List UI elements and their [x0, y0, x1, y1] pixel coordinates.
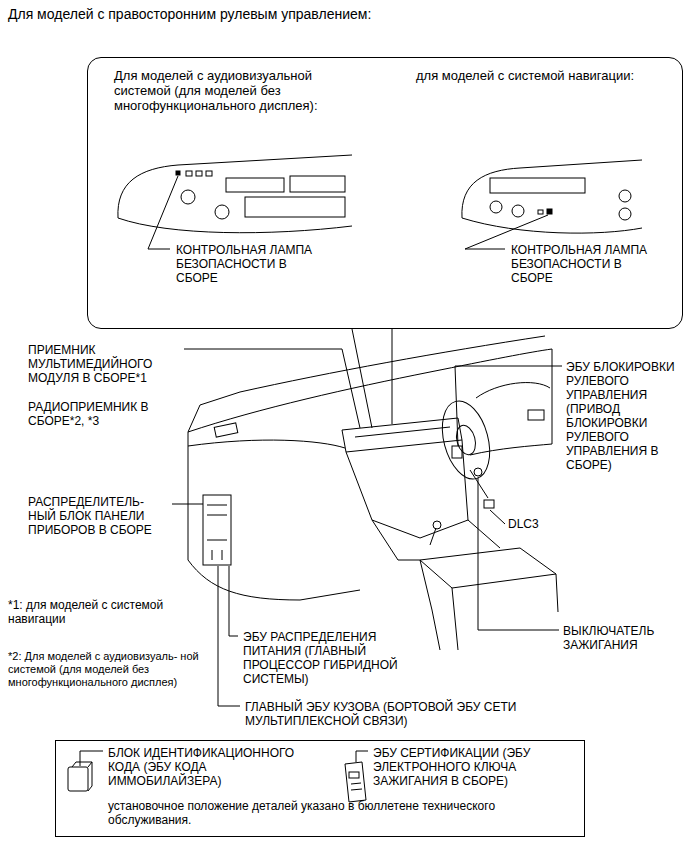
lamp-panel-navi — [462, 160, 642, 218]
leader-line — [172, 504, 203, 505]
dashboard-drawing — [420, 548, 556, 588]
lamp-panel-audio — [290, 176, 345, 192]
lamp-panel-audio — [118, 155, 352, 218]
lamp-panel-navi — [619, 208, 631, 220]
lamp-panel-audio — [118, 155, 352, 233]
dashboard-drawing — [188, 392, 240, 432]
dashboard-drawing — [484, 500, 494, 508]
dashboard-drawing — [470, 444, 552, 455]
note-text: установочное положение деталей указано в… — [108, 799, 528, 827]
dashboard-drawing — [203, 495, 231, 565]
lamp-panel-navi — [490, 178, 585, 193]
lamp-panel-audio — [245, 197, 345, 217]
certification-ecu-icon — [345, 762, 366, 802]
parts-box: БЛОК ИДЕНТИФИКАЦИОННОГО КОДА (ЭБУ КОДА И… — [55, 740, 585, 837]
leader-line — [229, 566, 238, 636]
leader-line — [352, 329, 372, 428]
lamp-panel-audio — [181, 190, 195, 204]
dashboard-drawing — [188, 336, 558, 650]
lamp-panel-navi — [490, 201, 502, 213]
dashboard-drawing — [468, 520, 500, 548]
part-label: ЭБУ СЕРТИФИКАЦИИ (ЭБУ ЭЛЕКТРОННОГО КЛЮЧА… — [373, 746, 578, 788]
leader-line — [80, 751, 103, 766]
dashboard-drawing — [556, 574, 558, 612]
part-label: ГЛАВНЫЙ ЭБУ КУЗОВА (БОРТОВОЙ ЭБУ СЕТИ МУ… — [245, 700, 555, 728]
leader-line — [218, 566, 240, 706]
dashboard-drawing — [476, 383, 550, 398]
lamp-panel-audio — [176, 171, 180, 175]
lamp-panel-audio — [118, 218, 352, 233]
part-label: РАСПРЕДЕЛИТЕЛЬ- НЫЙ БЛОК ПАНЕЛИ ПРИБОРОВ… — [28, 495, 173, 537]
dashboard-drawing — [434, 396, 497, 485]
dashboard-drawing — [372, 520, 420, 560]
footnote: *1: для моделей с системой навигации — [8, 598, 183, 626]
part-label: КОНТРОЛЬНАЯ ЛАМПА БЕЗОПАСНОСТИ В СБОРЕ — [176, 243, 316, 285]
dashboard-drawing — [214, 423, 238, 437]
leader-line — [490, 510, 505, 524]
certification-ecu-icon — [349, 772, 359, 778]
leader-line — [184, 349, 360, 428]
leader-line — [455, 366, 562, 446]
dashboard-drawing — [452, 446, 462, 458]
lamp-panel-navi — [462, 218, 642, 233]
dashboard-drawing — [346, 440, 468, 538]
part-label: КОНТРОЛЬНАЯ ЛАМПА БЕЗОПАСНОСТИ В СБОРЕ — [511, 243, 651, 285]
variant-heading: для моделей с системой навигации: — [416, 68, 656, 83]
dashboard-drawing — [528, 410, 544, 420]
immobilizer-code-box-icon — [68, 762, 92, 791]
part-label: ЭБУ РАСПРЕДЕЛЕНИЯ ПИТАНИЯ (ГЛАВНЫЙ ПРОЦЕ… — [243, 630, 418, 686]
certification-ecu-icon — [345, 762, 366, 802]
callout-box: Для моделей с аудиовизуальной системой (… — [87, 57, 683, 329]
dashboard-drawing — [430, 528, 436, 545]
lamp-panel-audio — [206, 171, 212, 176]
dashboard-drawing — [355, 427, 450, 437]
certification-ecu-icon — [351, 783, 362, 790]
page-title: Для моделей с правосторонним рулевым упр… — [8, 6, 608, 22]
dashboard-drawing — [474, 468, 482, 476]
immobilizer-code-box-icon — [68, 767, 88, 791]
dashboard-drawing — [188, 440, 345, 448]
lamp-panel-audio — [215, 205, 229, 219]
lamp-panel-navi — [619, 190, 631, 202]
lamp-panel-audio — [186, 171, 192, 176]
connector-name: DLC3 — [508, 517, 548, 531]
dashboard-drawing — [420, 560, 440, 650]
dashboard-drawing — [207, 505, 227, 560]
lamp-panel-navi — [538, 210, 543, 214]
dashboard-drawing — [552, 349, 553, 444]
dashboard-drawing — [342, 418, 462, 452]
dashboard-drawing — [452, 588, 458, 650]
immobilizer-code-box-icon — [72, 762, 92, 791]
part-label: РАДИОПРИЕМНИК В СБОРЕ*2, *3 — [28, 400, 193, 428]
variant-heading: Для моделей с аудиовизуальной системой (… — [114, 68, 329, 113]
dashboard-drawing — [470, 470, 488, 498]
part-label: ЭБУ БЛОКИРОВКИ РУЛЕВОГО УПРАВЛЕНИЯ (ПРИВ… — [566, 360, 678, 472]
dashboard-drawing — [433, 521, 441, 529]
dashboard-drawing — [188, 432, 189, 560]
leader-line — [356, 751, 368, 762]
lamp-panel-audio — [226, 178, 284, 192]
lamp-panel-navi — [547, 209, 552, 214]
footnote: *2: Для моделей с аудиовизуаль- ной сист… — [8, 650, 208, 689]
leader-line — [148, 176, 178, 249]
lamp-panel-navi — [512, 205, 524, 217]
part-label: БЛОК ИДЕНТИФИКАЦИОННОГО КОДА (ЭБУ КОДА И… — [108, 746, 318, 788]
lamp-panel-audio — [196, 171, 202, 176]
part-label: ПРИЕМНИК МУЛЬТИМЕДИЙНОГО МОДУЛЯ В СБОРЕ*… — [28, 343, 193, 385]
leader-line — [392, 329, 393, 424]
lamp-panel-navi — [462, 160, 642, 233]
dashboard-drawing — [188, 560, 360, 600]
leader-line — [478, 478, 559, 630]
part-label: ВЫКЛЮЧАТЕЛЬ ЗАЖИГАНИЯ — [563, 624, 683, 652]
